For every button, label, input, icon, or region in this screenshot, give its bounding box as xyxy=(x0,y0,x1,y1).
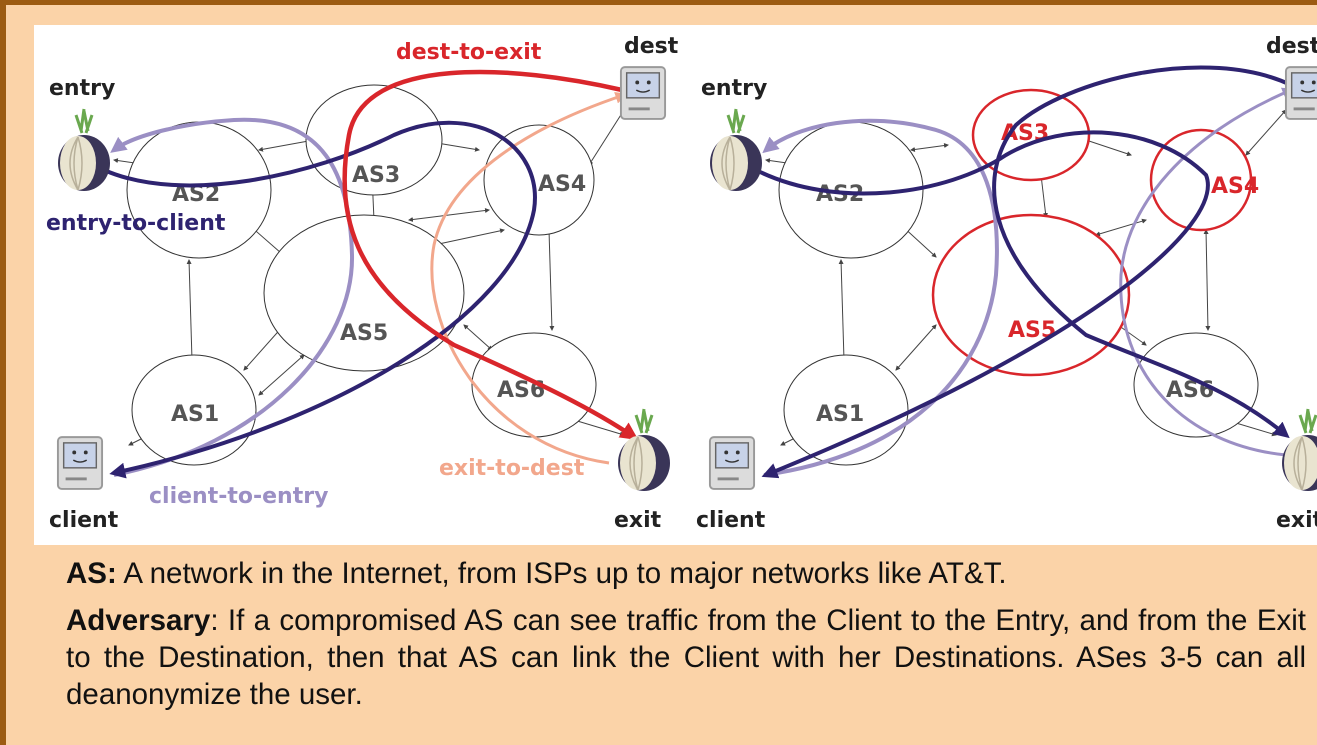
left-entry-label: entry xyxy=(49,76,115,101)
left-dest-label: dest xyxy=(624,34,679,59)
left-as1-label: AS1 xyxy=(171,402,219,427)
left-client-label: client xyxy=(49,508,119,533)
adversary-definition-text: : If a compromised AS can see traffic fr… xyxy=(66,604,1306,711)
right-dest-label: dest xyxy=(1266,34,1317,59)
left-as5-label: AS5 xyxy=(340,321,388,346)
left-exit-onion-icon xyxy=(616,407,672,493)
left-dest-to-exit-label: dest-to-exit xyxy=(396,40,542,65)
left-exit-to-dest-path xyxy=(430,91,628,465)
left-as4-label: AS4 xyxy=(538,172,586,197)
right-exit-to-dest-path xyxy=(1119,87,1295,457)
right-client-label: client xyxy=(696,508,766,533)
left-diagram: AS2 AS3 AS4 AS5 AS1 AS6 entry dest clien… xyxy=(46,34,679,533)
left-entry-onion-icon xyxy=(56,107,112,193)
left-as4-node xyxy=(483,124,595,236)
left-dest-to-exit-path xyxy=(342,69,639,441)
right-as4-label: AS4 xyxy=(1211,174,1259,199)
as-definition-text: A network in the Internet, from ISPs up … xyxy=(116,557,1007,590)
right-entry-onion-icon xyxy=(708,107,764,193)
adversary-term: Adversary xyxy=(66,604,211,637)
right-exit-onion-icon xyxy=(1280,407,1317,493)
right-client-computer-icon xyxy=(708,436,756,490)
right-as5-node xyxy=(931,213,1131,377)
right-as6-label: AS6 xyxy=(1166,378,1214,403)
caption: AS: A network in the Internet, from ISPs… xyxy=(66,555,1306,723)
right-dest-to-exit-path xyxy=(992,65,1292,439)
right-as1-label: AS1 xyxy=(816,402,864,427)
left-exit-to-dest-label: exit-to-dest xyxy=(439,456,585,481)
as-diagram: AS2 AS3 AS4 AS5 AS1 AS6 entry dest clien… xyxy=(46,34,1317,533)
left-dest-computer-icon xyxy=(619,66,667,120)
adversary-definition: Adversary: If a compromised AS can see t… xyxy=(66,602,1306,713)
left-as1-node xyxy=(131,354,257,466)
left-client-computer-icon xyxy=(56,436,104,490)
right-as6-node xyxy=(1133,332,1259,438)
left-client-to-entry-label: client-to-entry xyxy=(149,484,328,509)
right-dest-computer-icon xyxy=(1284,66,1317,120)
diagram-panel: AS2 AS3 AS4 AS5 AS1 AS6 entry dest clien… xyxy=(34,25,1317,545)
right-safe-as-nodes xyxy=(778,121,1259,466)
right-as1-node xyxy=(783,354,909,466)
left-as3-label: AS3 xyxy=(352,163,400,188)
right-entry-label: entry xyxy=(701,76,767,101)
right-diagram: AS2 AS3 AS4 AS5 AS1 AS6 entry dest clien… xyxy=(696,34,1317,533)
left-entry-to-client-path xyxy=(103,120,537,479)
right-as4-node xyxy=(1149,128,1253,232)
right-exit-label: exit xyxy=(1276,508,1317,533)
right-client-to-entry-path xyxy=(762,118,999,477)
as-term: AS: xyxy=(66,557,117,590)
left-entry-to-client-label: entry-to-client xyxy=(46,211,226,236)
as-definition: AS: A network in the Internet, from ISPs… xyxy=(66,555,1306,592)
left-as3-node xyxy=(305,84,443,196)
right-entry-to-client-path xyxy=(755,130,1210,479)
left-as-nodes xyxy=(126,84,597,466)
left-exit-label: exit xyxy=(614,508,662,533)
left-as5-node xyxy=(263,214,465,372)
